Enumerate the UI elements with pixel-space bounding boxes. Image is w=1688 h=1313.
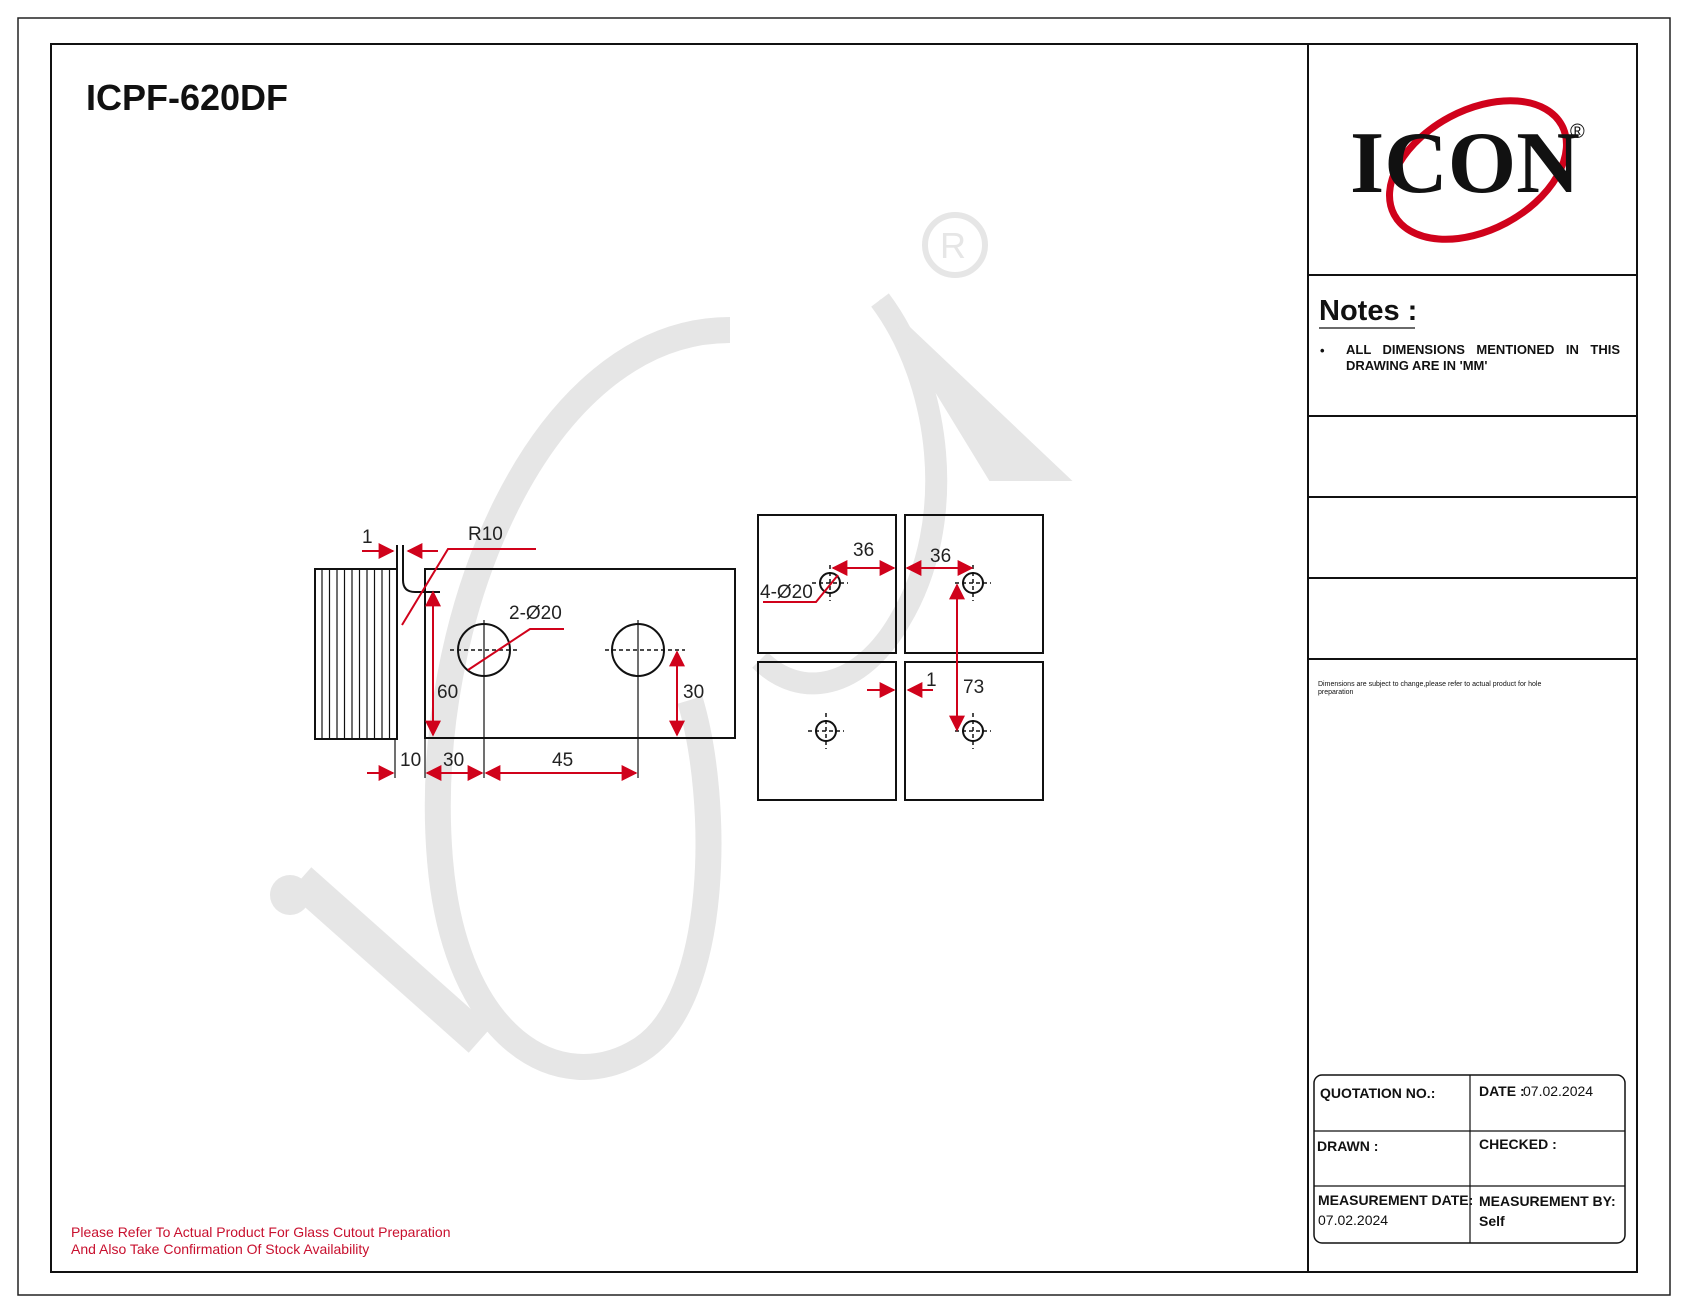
- note-item: ALL DIMENSIONS MENTIONED IN THIS DRAWING…: [1346, 342, 1620, 373]
- measurement-by-value: Self: [1479, 1213, 1505, 1229]
- measurement-by-label: MEASUREMENT BY:: [1479, 1193, 1616, 1209]
- drawing-title: ICPF-620DF: [86, 77, 288, 118]
- dim-plan-holes: 4-Ø20: [760, 582, 813, 603]
- side-view: 1 R10 2-Ø20 60 30 10 30 45: [314, 524, 736, 781]
- plan-view: 4-Ø20 36 36 1 73: [757, 514, 1044, 801]
- plan-hole-marker: [955, 565, 991, 601]
- dim-hole-offset: 30: [683, 682, 704, 703]
- measurement-date-label: MEASUREMENT DATE:: [1318, 1192, 1473, 1208]
- dim-plan-vertical-spacing: 73: [963, 677, 984, 698]
- svg-text:R: R: [940, 225, 966, 266]
- footer-line-2: And Also Take Confirmation Of Stock Avai…: [71, 1241, 369, 1257]
- plan-hole-marker: [808, 713, 844, 749]
- quotation-label: QUOTATION NO.:: [1320, 1085, 1435, 1101]
- dim-first-hole: 30: [443, 750, 464, 771]
- measurement-date-value: 07.02.2024: [1318, 1212, 1388, 1228]
- footer-line-1: Please Refer To Actual Product For Glass…: [71, 1224, 451, 1240]
- brand-logo: ICON ®: [1350, 97, 1585, 243]
- disclaimer-line-2: preparation: [1318, 689, 1354, 696]
- checked-label: CHECKED :: [1479, 1136, 1557, 1152]
- notes-bullet: •: [1320, 343, 1325, 358]
- clamp-bend: [396, 545, 440, 738]
- plan-hole-marker: [955, 713, 991, 749]
- panel-bottom-left: [757, 661, 897, 801]
- panel-top-right: [904, 514, 1044, 654]
- watermark-logo: R: [270, 212, 1073, 1080]
- dim-side-holes: 2-Ø20: [509, 603, 562, 624]
- dim-radius: R10: [468, 524, 503, 545]
- hinge-knuckle: [314, 568, 398, 740]
- plan-hole-marker: [812, 565, 848, 601]
- registered-mark: ®: [1570, 121, 1585, 143]
- outer-border: [17, 17, 1671, 1296]
- dim-hole-spacing: 45: [552, 750, 573, 771]
- dim-plan-right-spacing: 36: [930, 546, 951, 567]
- panel-top-left: [757, 514, 897, 654]
- panel-bottom-right: [904, 661, 1044, 801]
- dim-left-width: 10: [400, 750, 421, 771]
- dim-plan-gap: 1: [926, 670, 937, 691]
- date-label: DATE :: [1479, 1083, 1525, 1099]
- drawn-label: DRAWN :: [1317, 1138, 1378, 1154]
- disclaimer-line-1: Dimensions are subject to change,please …: [1318, 681, 1541, 688]
- dim-height: 60: [437, 682, 458, 703]
- date-value: 07.02.2024: [1523, 1083, 1593, 1099]
- brand-name: ICON: [1350, 115, 1580, 212]
- dim-plan-left-spacing: 36: [853, 540, 874, 561]
- title-block: QUOTATION NO.: DATE : 07.02.2024 DRAWN :…: [1313, 1074, 1626, 1244]
- dim-side-gap: 1: [362, 527, 373, 548]
- notes-heading: Notes :: [1319, 295, 1417, 327]
